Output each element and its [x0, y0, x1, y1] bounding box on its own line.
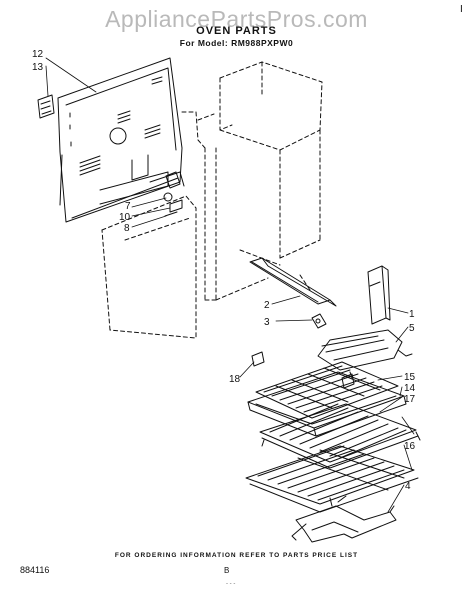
side-bracket-part-1: [367, 265, 391, 325]
callout-2: 2: [264, 300, 270, 311]
terminal-block-part-13: [37, 94, 55, 119]
diagram-title: OVEN PARTS: [196, 25, 277, 37]
callout-18: 18: [229, 374, 241, 385]
callout-5: 5: [409, 323, 415, 334]
callout-3: 3: [264, 317, 270, 328]
callout-13: 13: [32, 62, 44, 73]
model-subtitle: For Model: RM988PXPW0: [179, 38, 294, 48]
watermark-text: AppliancePartsPros.com: [105, 6, 368, 32]
page-letter: B: [224, 566, 230, 575]
oven-rack-rail-part-2: [249, 257, 337, 307]
callout-8: 8: [124, 223, 130, 234]
callout-labels: 12 13 7 10 8 2 3 1 5 18 15 14 17 16 4: [32, 49, 416, 492]
ordering-info-note: FOR ORDERING INFORMATION REFER TO PARTS …: [114, 552, 359, 559]
callout-16: 16: [404, 441, 416, 452]
callout-7: 7: [125, 201, 131, 212]
range-body-outline: [101, 61, 323, 339]
callout-15: 15: [404, 372, 416, 383]
back-panel: [57, 57, 185, 223]
revision-mark: - - -: [226, 581, 236, 587]
callout-1: 1: [409, 309, 415, 320]
callout-10: 10: [119, 212, 131, 223]
broiler-pan-grid-part-15: [255, 361, 399, 419]
callout-12: 12: [32, 49, 44, 60]
bake-element-part-4: [291, 495, 397, 543]
leader-lines: [45, 57, 415, 513]
corner-mark: I: [460, 4, 463, 15]
callout-4: 4: [405, 481, 411, 492]
callout-14: 14: [404, 383, 416, 394]
fastener-parts-7-10-8: [163, 192, 183, 217]
oven-rack-part-16: [245, 445, 419, 513]
clip-part-3: [311, 313, 327, 329]
oven-rack-part-17: [259, 403, 421, 469]
callout-17: 17: [404, 394, 416, 405]
document-number: 884116: [20, 565, 50, 575]
broiler-pan-part-14: [247, 371, 407, 437]
grommet-part-18: [251, 351, 265, 367]
